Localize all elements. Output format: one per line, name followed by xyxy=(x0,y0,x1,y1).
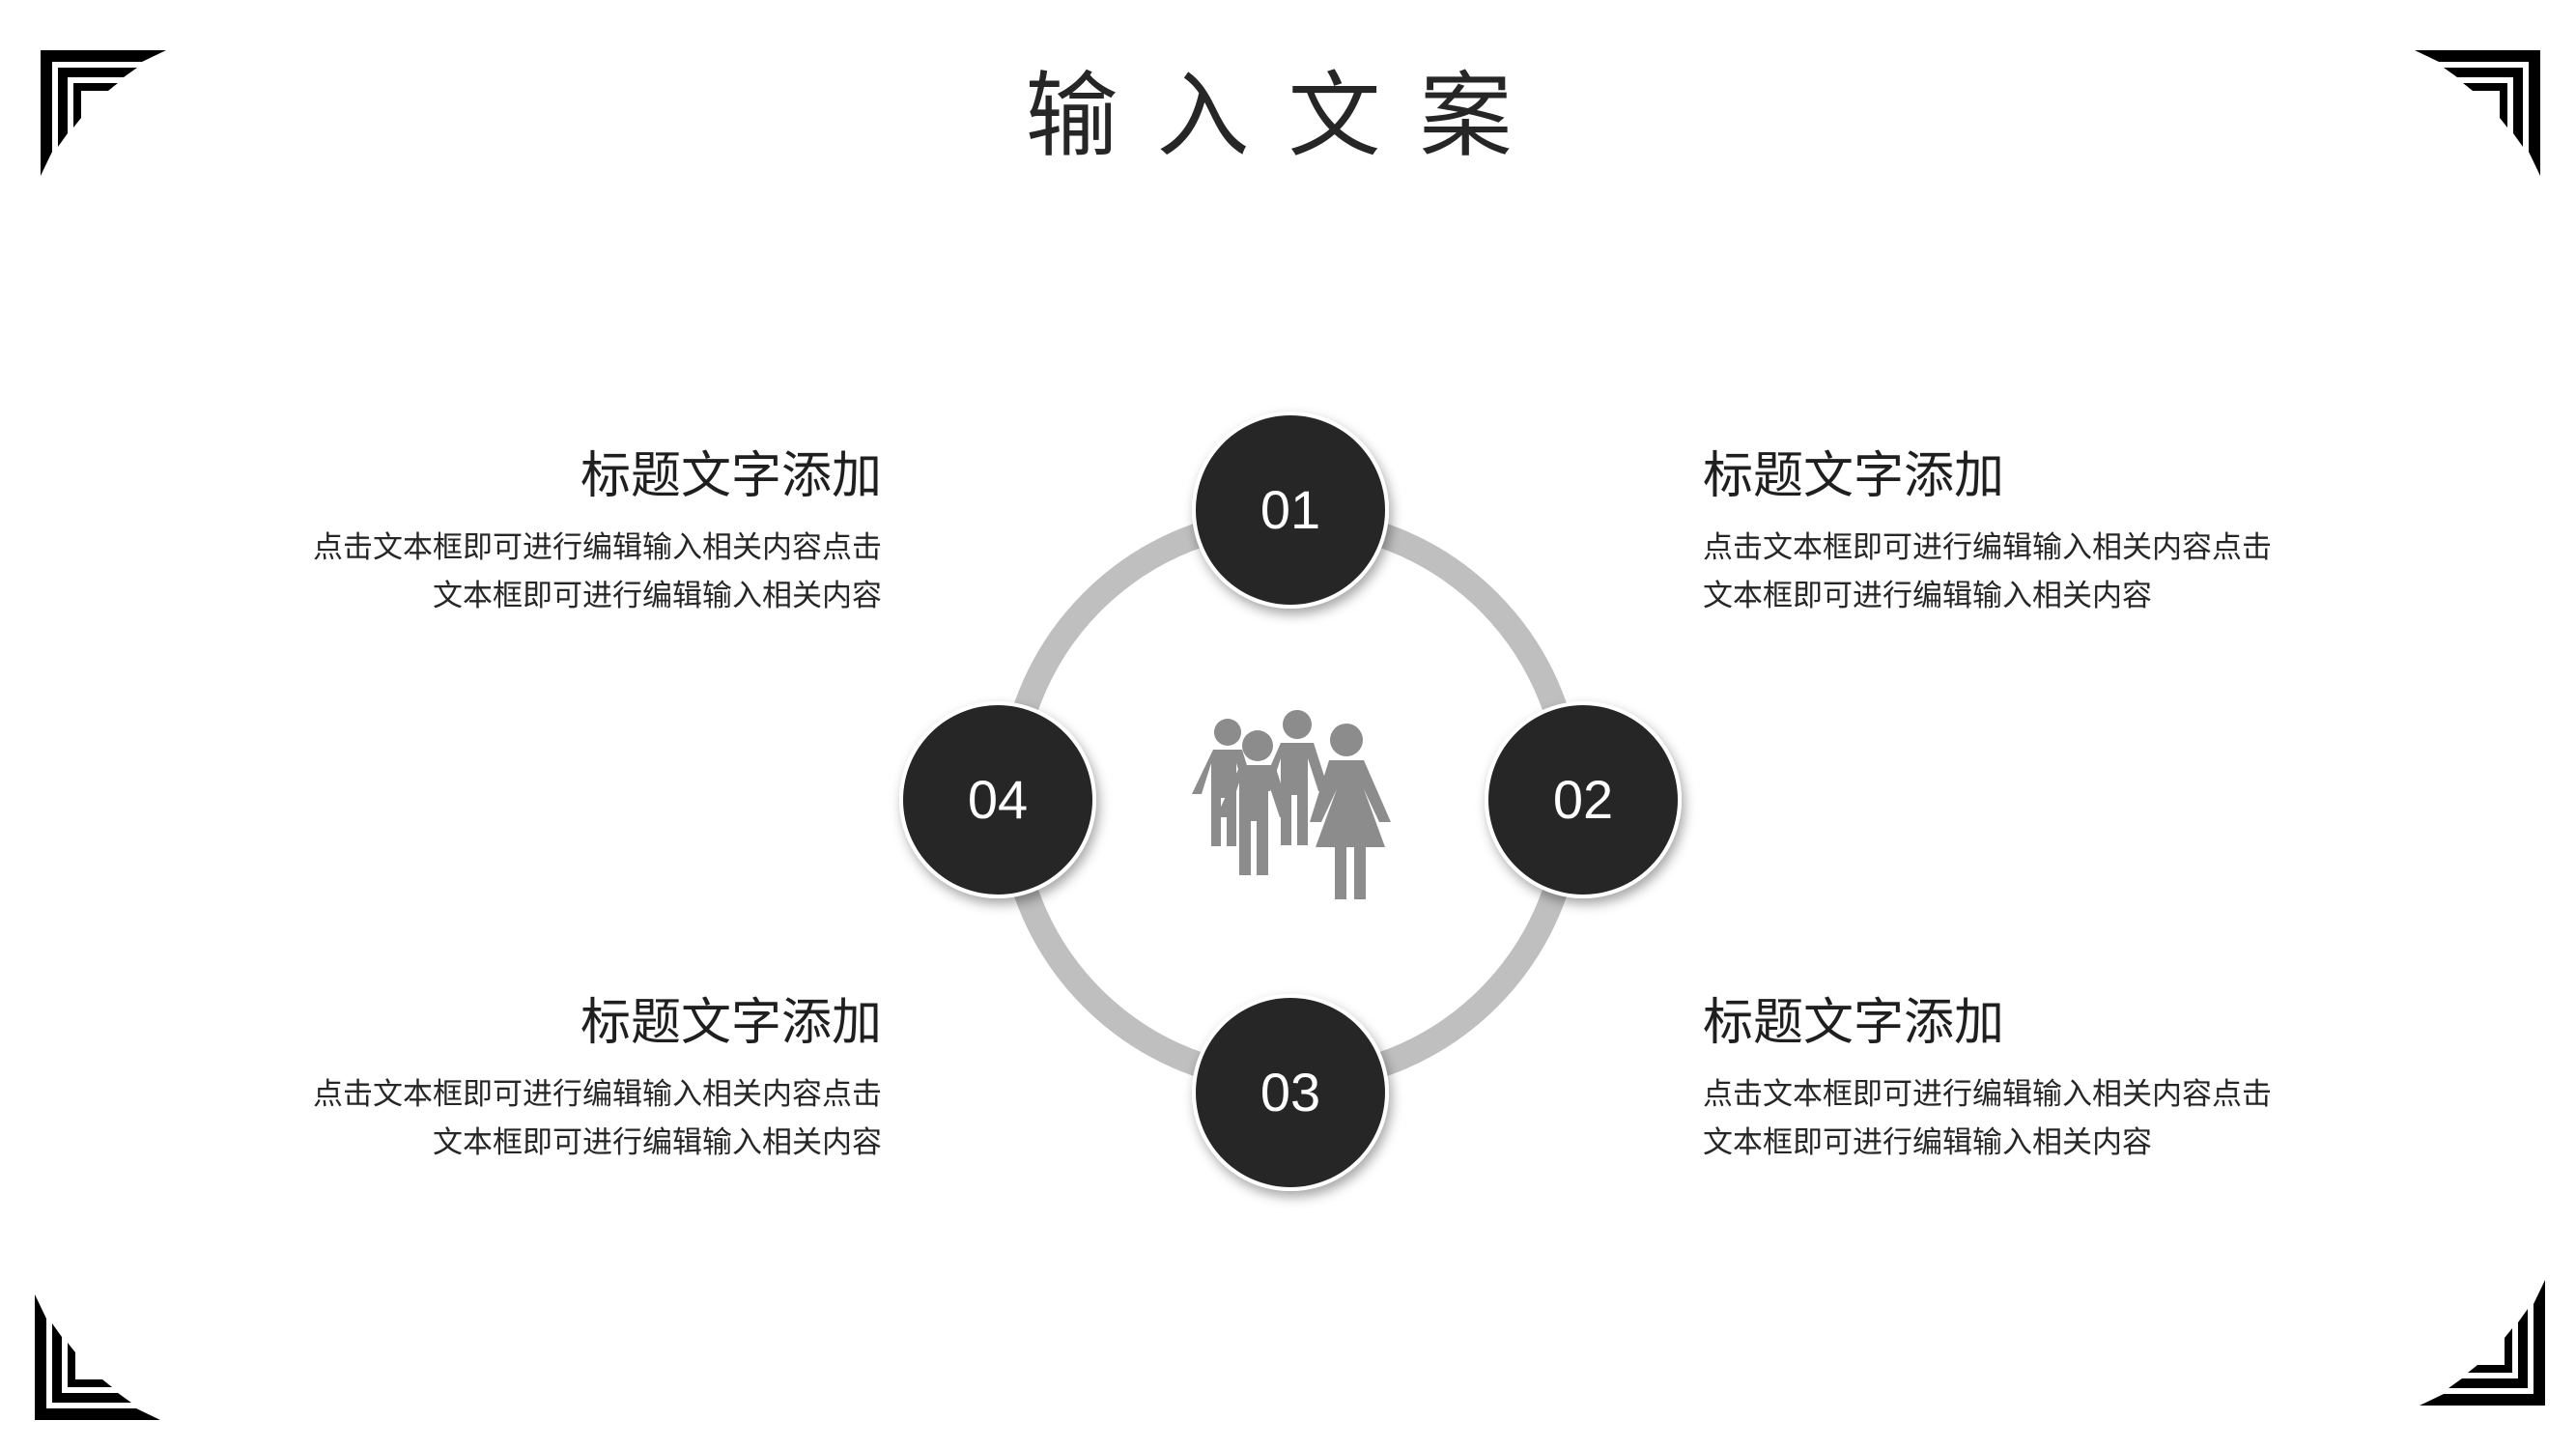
page-title: 输入文案 xyxy=(1025,62,1551,170)
text-block-bottom-right[interactable]: 标题文字添加 点击文本框即可进行编辑输入相关内容点击 文本框即可进行编辑输入相关… xyxy=(1703,989,2379,1167)
block-heading: 标题文字添加 xyxy=(580,994,882,1052)
corner-bracket-icon xyxy=(41,50,166,176)
block-body-line: 文本框即可进行编辑输入相关内容 xyxy=(1703,1125,2152,1160)
block-body-line: 点击文本框即可进行编辑输入相关内容点击 xyxy=(1703,1077,2272,1112)
block-body-line: 文本框即可进行编辑输入相关内容 xyxy=(433,1125,882,1160)
block-body-line: 点击文本框即可进行编辑输入相关内容点击 xyxy=(313,1077,882,1112)
people-group-icon xyxy=(1192,710,1391,899)
corner-decoration-bottom-left xyxy=(35,1294,160,1420)
text-block-top-right[interactable]: 标题文字添加 点击文本框即可进行编辑输入相关内容点击 文本框即可进行编辑输入相关… xyxy=(1703,442,2379,620)
text-block-top-left[interactable]: 标题文字添加 点击文本框即可进行编辑输入相关内容点击 文本框即可进行编辑输入相关… xyxy=(206,442,882,620)
block-body-line: 点击文本框即可进行编辑输入相关内容点击 xyxy=(313,530,882,565)
node-circle-02[interactable] xyxy=(1488,705,1678,895)
node-circle-01[interactable] xyxy=(1196,415,1385,605)
block-heading: 标题文字添加 xyxy=(1703,447,2005,505)
corner-bracket-icon xyxy=(2420,1280,2545,1406)
node-number-02: 02 xyxy=(1552,769,1614,830)
block-body-line: 文本框即可进行编辑输入相关内容 xyxy=(1703,579,2152,613)
corner-bracket-icon xyxy=(35,1294,160,1420)
block-body-line: 点击文本框即可进行编辑输入相关内容点击 xyxy=(1703,530,2272,565)
block-body: 点击文本框即可进行编辑输入相关内容点击 文本框即可进行编辑输入相关内容 xyxy=(1703,524,2379,620)
corner-decoration-bottom-right xyxy=(2420,1280,2545,1406)
block-heading: 标题文字添加 xyxy=(580,447,882,505)
node-number-04: 04 xyxy=(967,769,1029,830)
node-circle-04[interactable] xyxy=(903,705,1092,895)
text-block-bottom-left[interactable]: 标题文字添加 点击文本框即可进行编辑输入相关内容点击 文本框即可进行编辑输入相关… xyxy=(206,989,882,1167)
node-number-01: 01 xyxy=(1260,479,1321,540)
corner-decoration-top-right xyxy=(2415,50,2540,176)
block-body: 点击文本框即可进行编辑输入相关内容点击 文本框即可进行编辑输入相关内容 xyxy=(1703,1070,2379,1167)
corner-bracket-icon xyxy=(2415,50,2540,176)
block-heading: 标题文字添加 xyxy=(1703,994,2005,1052)
block-body-line: 文本框即可进行编辑输入相关内容 xyxy=(433,579,882,613)
block-body: 点击文本框即可进行编辑输入相关内容点击 文本框即可进行编辑输入相关内容 xyxy=(206,524,882,620)
node-circle-03[interactable] xyxy=(1196,998,1385,1187)
node-number-03: 03 xyxy=(1260,1062,1321,1122)
block-body: 点击文本框即可进行编辑输入相关内容点击 文本框即可进行编辑输入相关内容 xyxy=(206,1070,882,1167)
corner-decoration-top-left xyxy=(41,50,166,176)
